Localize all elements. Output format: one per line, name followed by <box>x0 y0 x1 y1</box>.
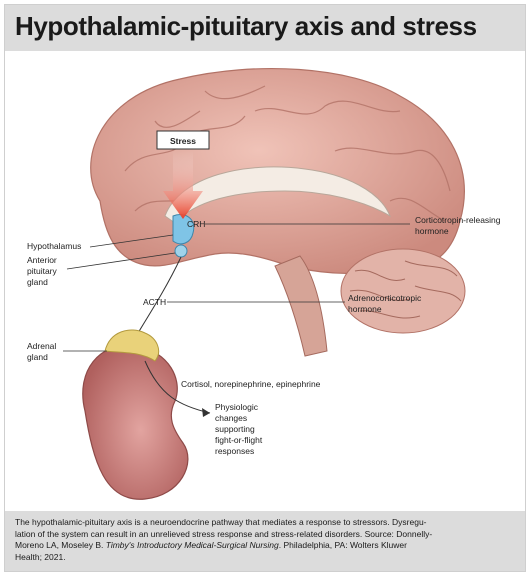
caption-line-3a: Moreno LA, Moseley B. <box>15 540 106 550</box>
stress-box <box>156 130 210 150</box>
physiologic-label-5: responses <box>215 446 254 456</box>
figure-title: Hypothalamic-pituitary axis and stress <box>15 11 477 41</box>
caption-book-title: Timby's Introductory Medical-Surgical Nu… <box>105 540 279 550</box>
brainstem <box>274 255 328 357</box>
kidney <box>82 329 189 500</box>
hypothalamus-leader <box>89 234 174 248</box>
caption-line-3b: . Philadelphia, PA: Wolters Kluwer <box>278 540 407 550</box>
brain-kidney-illustration: Stress CRH Corticotropin-releasing hormo… <box>27 67 501 500</box>
caption-line-1: The hypothalamic-pituitary axis is a neu… <box>15 517 427 527</box>
physiologic-label-4: fight-or-flight <box>215 435 263 445</box>
illustration: Stress CRH Corticotropin-releasing hormo… <box>5 51 525 511</box>
physiologic-label-2: changes <box>215 413 247 423</box>
hormones-label: Cortisol, norepinephrine, epinephrine <box>181 379 321 389</box>
adrenal-structure <box>104 329 160 362</box>
response-pathway <box>144 360 211 414</box>
adrenal-label-1: Adrenal <box>27 341 56 351</box>
caption-line-2: lation of the system can result in an un… <box>15 528 433 539</box>
acth-full-label-1: Adrenocorticotropic <box>348 293 422 303</box>
response-arrowhead <box>202 408 210 417</box>
crh-full-label-2: hormone <box>415 226 449 236</box>
hypothalamus-label: Hypothalamus <box>27 241 81 251</box>
adrenal-label-2: gland <box>27 352 48 362</box>
figure-caption: The hypothalamic-pituitary axis is a neu… <box>5 511 525 571</box>
cerebellum <box>340 248 466 334</box>
caption-line-3: Moreno LA, Moseley B. Timby's Introducto… <box>15 540 515 552</box>
anterior-pituitary-leader <box>66 252 176 270</box>
anterior-pituitary-label-3: gland <box>27 277 48 287</box>
acth-label: ACTH <box>143 297 166 307</box>
crh-label: CRH <box>187 219 205 229</box>
brain <box>90 67 465 275</box>
crh-full-label-1: Corticotropin-releasing <box>415 215 501 225</box>
stress-arrow <box>163 151 203 219</box>
stress-label: Stress <box>170 136 196 146</box>
anterior-pituitary-label-1: Anterior <box>27 255 57 265</box>
pituitary-structure <box>174 244 188 258</box>
physiologic-label-1: Physiologic <box>215 402 259 412</box>
figure-card: Hypothalamic-pituitary axis and stress <box>4 4 526 572</box>
anterior-pituitary-label-2: pituitary <box>27 266 58 276</box>
physiologic-label-3: supporting <box>215 424 255 434</box>
title-bar: Hypothalamic-pituitary axis and stress <box>5 5 525 51</box>
caption-line-4: Health; 2021. <box>15 551 66 562</box>
acth-full-label-2: hormone <box>348 304 382 314</box>
